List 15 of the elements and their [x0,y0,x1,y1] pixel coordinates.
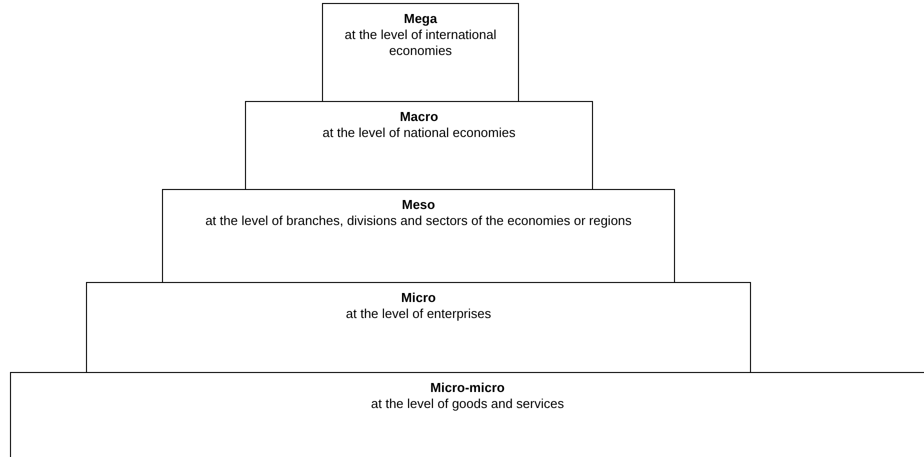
level-heading: Macro [398,109,440,125]
level-description: at the level of international economies [344,27,498,59]
level-description: at the level of national economies [322,125,516,141]
level-heading: Mega [402,11,438,27]
level-box [322,3,519,102]
level-heading: Micro-micro [429,380,506,396]
level-box [162,189,675,283]
level-box [10,372,924,457]
level-box [86,282,751,373]
level-box [245,101,593,190]
level-description: at the level of enterprises [344,306,492,322]
level-heading: Meso [400,197,436,213]
level-heading: Micro [400,290,437,306]
level-description: at the level of branches, divisions and sectors of the economies or regions [204,213,633,229]
level-description: at the level of goods and services [370,396,565,412]
